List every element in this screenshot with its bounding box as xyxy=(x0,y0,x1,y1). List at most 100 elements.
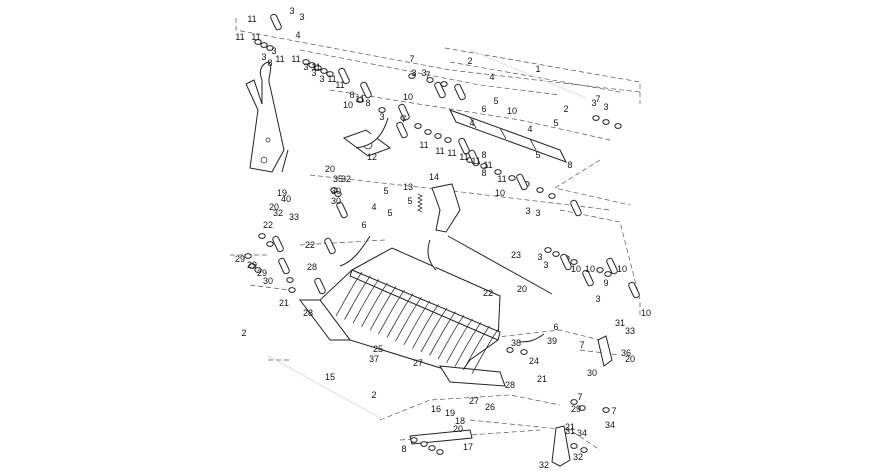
washer xyxy=(520,349,528,355)
washer xyxy=(570,399,578,405)
washer xyxy=(536,187,544,193)
callout-6: 6 xyxy=(553,322,558,332)
callout-4: 4 xyxy=(527,124,532,134)
callout-20: 20 xyxy=(625,354,635,364)
washer xyxy=(410,437,418,443)
tine xyxy=(420,307,448,353)
washer xyxy=(320,68,328,74)
link-plate xyxy=(336,201,348,219)
tine xyxy=(361,282,388,327)
callout-3: 3 xyxy=(525,206,530,216)
callout-8: 8 xyxy=(349,90,354,100)
callout-2: 2 xyxy=(241,328,246,338)
callout-10: 10 xyxy=(403,92,413,102)
callout-11: 11 xyxy=(447,148,456,158)
callout-20: 20 xyxy=(269,202,279,212)
callout-11: 11 xyxy=(497,174,506,184)
callout-3: 3 xyxy=(537,252,542,262)
callout-16: 16 xyxy=(431,404,441,414)
callout-28: 28 xyxy=(307,262,317,272)
callout-18: 18 xyxy=(455,416,465,426)
washer xyxy=(494,169,502,175)
callout-29: 29 xyxy=(247,260,257,270)
callout-8: 8 xyxy=(365,98,370,108)
washer xyxy=(434,133,442,139)
callout-5: 5 xyxy=(383,186,388,196)
callout-5: 5 xyxy=(535,150,540,160)
callout-3: 3 xyxy=(543,260,548,270)
callout-30: 30 xyxy=(587,368,597,378)
callout-5: 5 xyxy=(387,208,392,218)
callout-27: 27 xyxy=(413,358,423,368)
callout-11: 11 xyxy=(419,140,428,150)
callout-11: 11 xyxy=(235,32,244,42)
callout-23: 23 xyxy=(511,250,521,260)
callout-20: 20 xyxy=(453,424,463,434)
link-plate xyxy=(396,121,408,139)
callout-32: 32 xyxy=(539,460,549,470)
washer xyxy=(248,263,256,269)
callout-8: 8 xyxy=(267,58,272,68)
callout-11: 11 xyxy=(247,14,256,24)
washer xyxy=(602,407,610,413)
callout-21: 21 xyxy=(537,374,547,384)
link-plate xyxy=(360,81,372,99)
tine xyxy=(344,275,371,320)
callout-5: 5 xyxy=(553,118,558,128)
rod-1 xyxy=(469,49,587,99)
callout-4: 4 xyxy=(371,202,376,212)
callout-11: 11 xyxy=(311,62,320,72)
washer xyxy=(302,59,310,65)
callout-31: 31 xyxy=(615,318,625,328)
callout-10: 10 xyxy=(617,264,627,274)
callout-31: 31 xyxy=(565,426,575,436)
link-plate xyxy=(434,81,446,99)
callout-5: 5 xyxy=(493,96,498,106)
callout-11: 11 xyxy=(471,156,480,166)
callout-3: 3 xyxy=(595,294,600,304)
callout-27: 27 xyxy=(469,396,479,406)
callout-21: 21 xyxy=(565,422,575,432)
link-plate xyxy=(338,67,350,85)
callout-8: 8 xyxy=(481,150,486,160)
callout-39: 39 xyxy=(547,336,557,346)
pointer-arrows xyxy=(339,117,545,343)
washer xyxy=(326,71,334,77)
link-plate xyxy=(628,281,640,299)
washer xyxy=(578,405,586,411)
tine xyxy=(446,318,473,363)
callout-7: 7 xyxy=(579,340,584,350)
callout-30: 30 xyxy=(263,276,273,286)
callout-7: 7 xyxy=(595,94,600,104)
callout-10: 10 xyxy=(585,264,595,274)
washer xyxy=(314,65,322,71)
bracket-lower xyxy=(409,425,571,467)
callout-11: 11 xyxy=(483,160,492,170)
pin-39 xyxy=(281,149,289,173)
callout-37: 37 xyxy=(369,354,379,364)
callout-11: 11 xyxy=(435,146,444,156)
callout-3: 3 xyxy=(299,12,304,22)
washer xyxy=(570,259,578,265)
callout-4: 4 xyxy=(295,30,300,40)
washer xyxy=(254,267,262,273)
callout-19: 19 xyxy=(277,188,287,198)
rod-15 xyxy=(267,355,385,421)
tine xyxy=(429,311,456,356)
callout-34: 34 xyxy=(605,420,615,430)
callout-30: 30 xyxy=(331,186,341,196)
link-plate xyxy=(278,257,290,275)
callout-29: 29 xyxy=(257,268,267,278)
callout-24: 24 xyxy=(529,356,539,366)
tine xyxy=(335,271,363,317)
washer xyxy=(286,277,294,283)
callout-8: 8 xyxy=(481,168,486,178)
washer xyxy=(414,123,422,129)
callout-6: 6 xyxy=(481,104,486,114)
tine xyxy=(463,325,490,371)
washer xyxy=(254,39,262,45)
callout-32: 32 xyxy=(273,208,283,218)
hardware xyxy=(244,13,640,455)
callout-33: 33 xyxy=(625,326,635,336)
